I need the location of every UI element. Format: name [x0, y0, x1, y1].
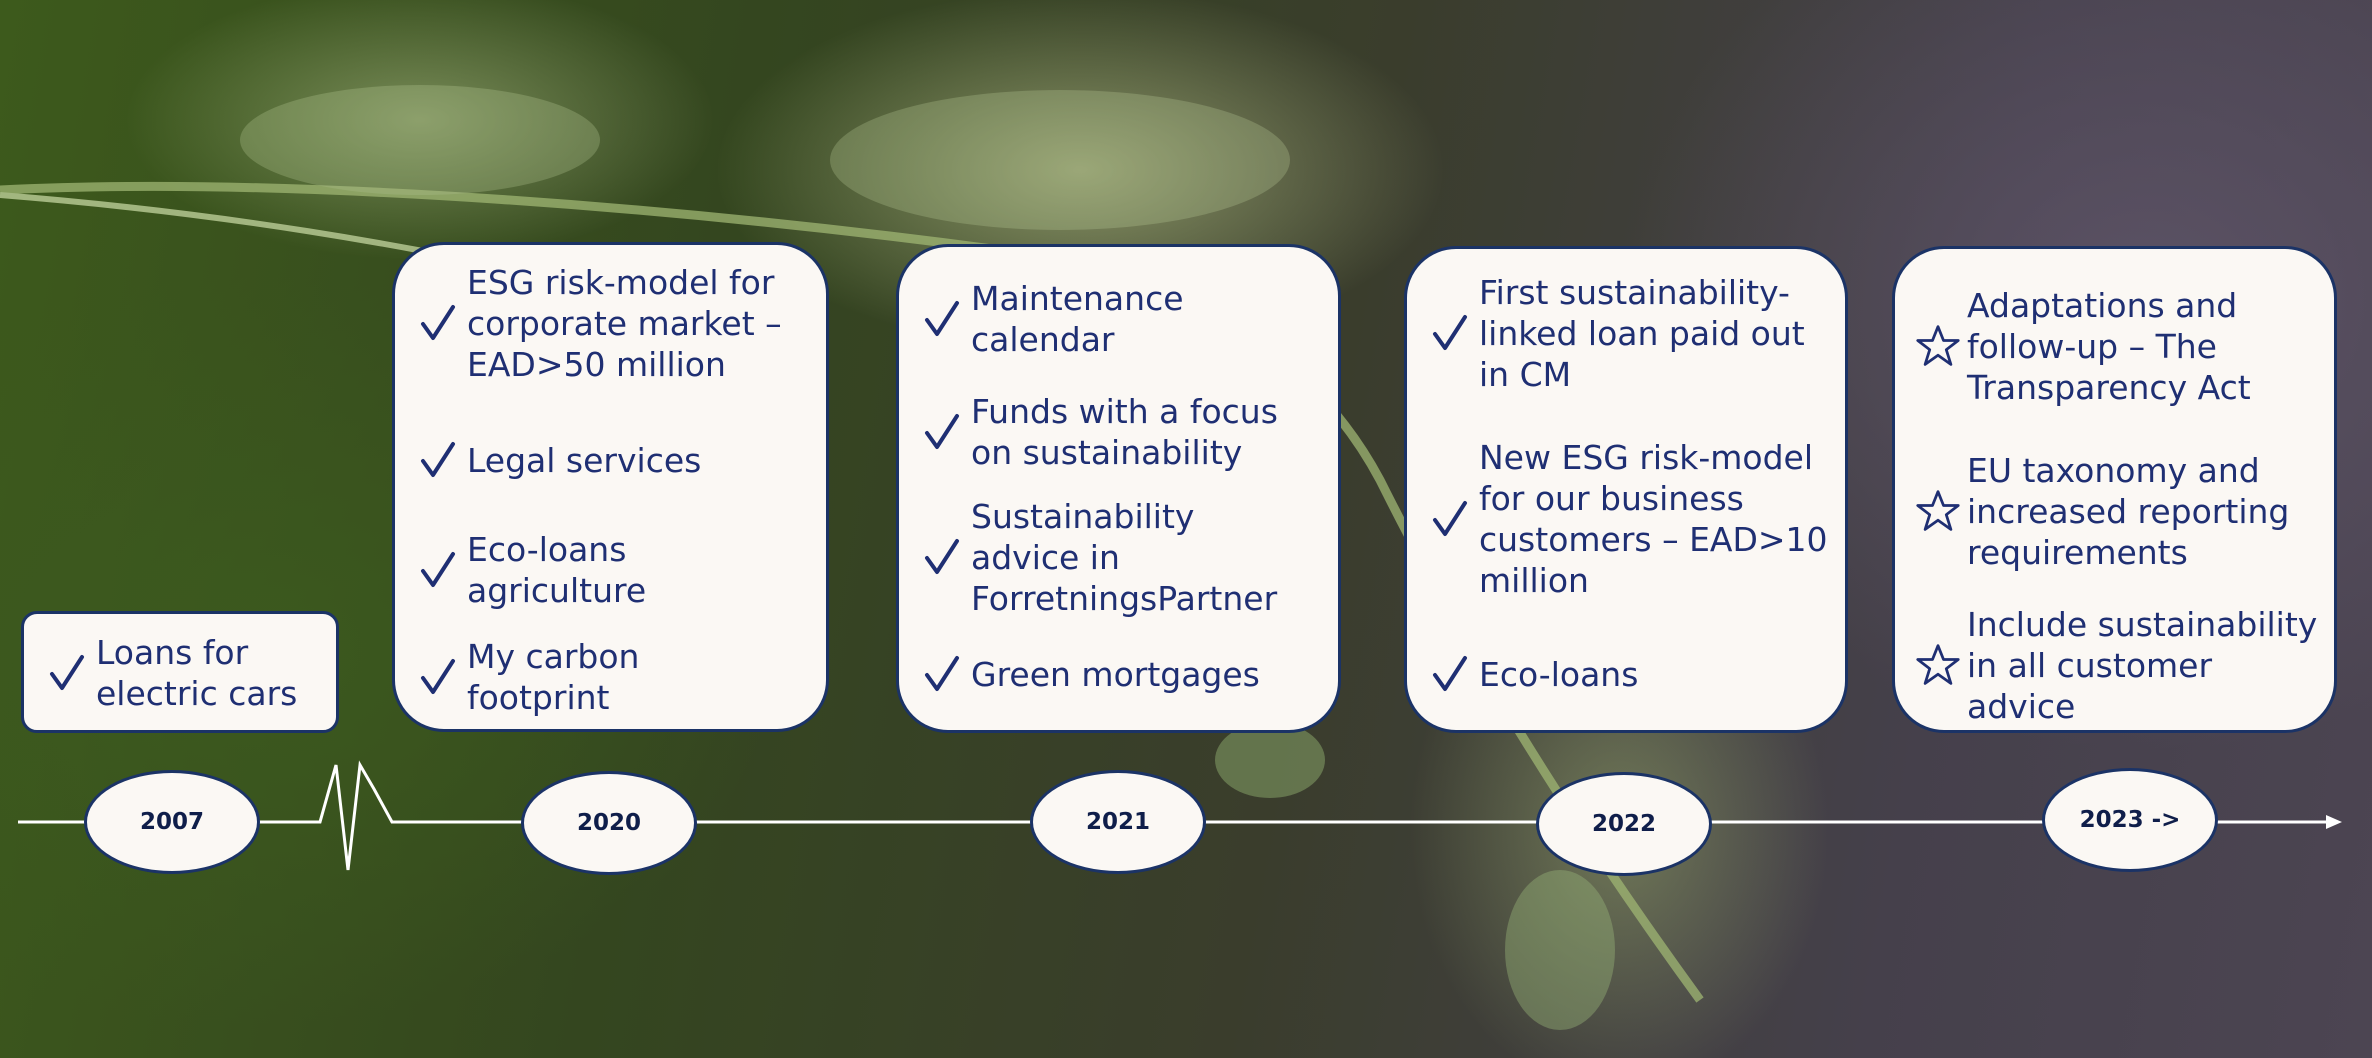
milestone-item: Maintenance calendar — [919, 278, 1184, 360]
milestone-item-label: Legal services — [467, 440, 702, 480]
milestone-item: First sustainability- linked loan paid o… — [1427, 272, 1805, 395]
timeline-arrowhead — [2326, 815, 2342, 829]
year-marker: 2020 — [521, 771, 697, 875]
check-icon — [1427, 314, 1473, 352]
check-icon — [1427, 500, 1473, 538]
milestone-item-label: EU taxonomy and increased reporting requ… — [1967, 450, 2290, 572]
milestone-item-label: Loans for electric cars — [96, 633, 298, 713]
milestone-item-label: Maintenance calendar — [971, 279, 1184, 359]
timeline-line — [18, 760, 2342, 871]
milestone-item: Eco-loans agriculture — [415, 529, 646, 611]
star-icon — [1915, 322, 1961, 370]
check-icon — [415, 304, 461, 342]
milestone-item-label: Eco-loans agriculture — [467, 530, 647, 610]
milestone-item-label: Sustainability advice in ForretningsPart… — [971, 496, 1278, 618]
milestone-item: Adaptations and follow-up – The Transpar… — [1915, 285, 2251, 408]
milestone-item-label: New ESG risk-model for our business cust… — [1479, 438, 1828, 600]
grass-stem-decoration — [0, 85, 1704, 1030]
milestone-item-label: My carbon footprint — [467, 637, 640, 717]
milestone-item: Loans for electric cars — [44, 632, 297, 714]
check-icon — [415, 658, 461, 696]
check-icon — [415, 551, 461, 589]
check-icon — [919, 655, 965, 693]
year-marker: 2023 -> — [2042, 768, 2218, 872]
check-icon — [919, 413, 965, 451]
check-icon — [44, 654, 90, 692]
milestone-item: Eco-loans — [1427, 654, 1638, 695]
milestone-card-4: First sustainability- linked loan paid o… — [1404, 246, 1848, 733]
check-icon — [1427, 655, 1473, 693]
star-icon — [1915, 487, 1961, 535]
milestone-item-label: Funds with a focus on sustainability — [971, 392, 1278, 472]
year-marker: 2022 — [1536, 772, 1712, 876]
milestone-card-5: Adaptations and follow-up – The Transpar… — [1892, 246, 2337, 733]
milestone-item-label: Green mortgages — [971, 654, 1260, 694]
milestone-item: Funds with a focus on sustainability — [919, 391, 1278, 473]
milestone-item-label: Eco-loans — [1479, 654, 1639, 694]
check-icon — [415, 441, 461, 479]
milestone-item: EU taxonomy and increased reporting requ… — [1915, 450, 2289, 573]
milestone-item: Green mortgages — [919, 654, 1260, 695]
check-icon — [919, 300, 965, 338]
milestone-item-label: First sustainability- linked loan paid o… — [1479, 272, 1805, 394]
milestone-item: Sustainability advice in ForretningsPart… — [919, 496, 1277, 619]
milestone-item: Include sustainability in all customer a… — [1915, 604, 2317, 727]
milestone-item: ESG risk-model for corporate market – EA… — [415, 262, 782, 385]
milestone-item-label: ESG risk-model for corporate market – EA… — [467, 262, 782, 384]
check-icon — [919, 538, 965, 576]
milestone-item: Legal services — [415, 440, 701, 481]
milestone-item: My carbon footprint — [415, 636, 639, 718]
star-icon — [1915, 641, 1961, 689]
year-marker: 2021 — [1030, 770, 1206, 874]
milestone-item: New ESG risk-model for our business cust… — [1427, 437, 1828, 601]
milestone-card-1: Loans for electric cars — [21, 611, 339, 733]
milestone-item-label: Adaptations and follow-up – The Transpar… — [1967, 285, 2251, 407]
milestone-item-label: Include sustainability in all customer a… — [1967, 604, 2318, 726]
milestone-card-2: ESG risk-model for corporate market – EA… — [392, 242, 829, 732]
year-marker: 2007 — [84, 770, 260, 874]
